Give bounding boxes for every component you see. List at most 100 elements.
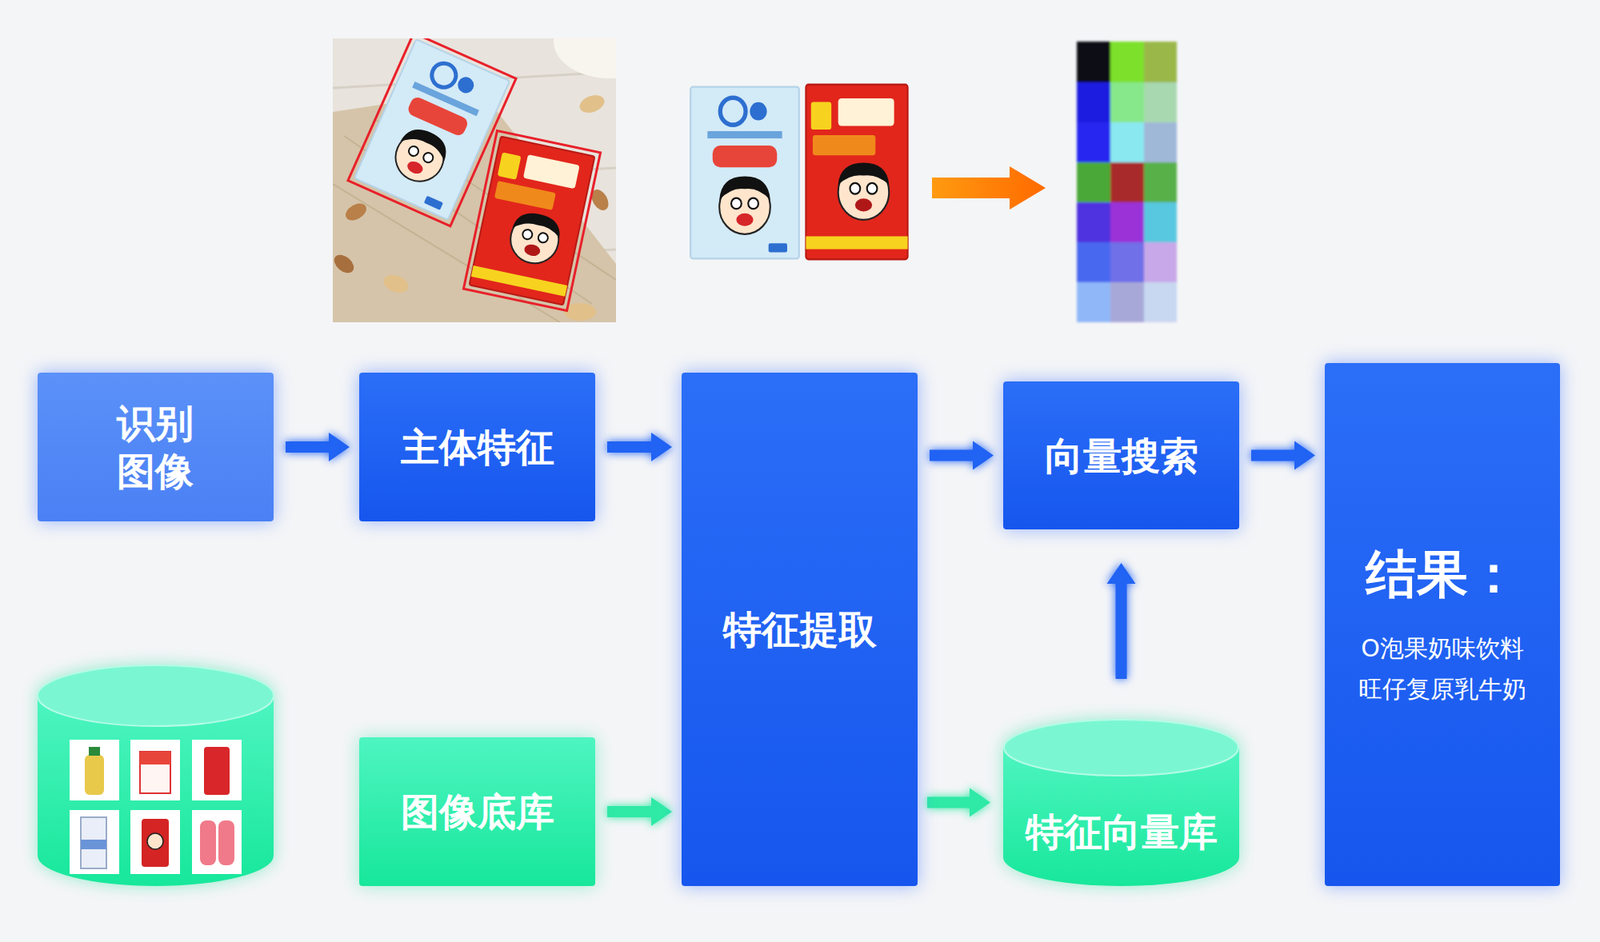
product-photo — [332, 38, 616, 323]
cylinder-outline — [1003, 719, 1240, 887]
database-box: 图像底库 — [359, 737, 596, 887]
node-label: 向量搜索 — [1044, 432, 1199, 480]
process-box: 特征提取 — [681, 372, 918, 887]
carton-art — [690, 87, 800, 260]
milk-carton — [463, 130, 600, 311]
image-database-cylinder — [37, 665, 274, 887]
flow-arrow — [929, 441, 994, 471]
arrow-shaft — [927, 797, 972, 809]
yogurt-bottle — [200, 820, 216, 866]
node-label: 特征向量库 — [1025, 808, 1218, 856]
process-box: 主体特征 — [359, 372, 596, 522]
vector-cell — [1144, 122, 1177, 163]
arrow-head — [1107, 563, 1136, 584]
cashew — [381, 272, 412, 296]
cylinder-top — [1004, 720, 1239, 776]
tea-bottle — [84, 755, 104, 796]
cropped-carton — [690, 87, 800, 260]
arrow-shaft — [607, 806, 653, 818]
vector-cell — [1144, 41, 1177, 83]
milk-box-band — [140, 752, 171, 765]
node-label: 结果： — [1365, 544, 1520, 606]
thumbnail — [192, 740, 242, 801]
thumbnail — [130, 810, 180, 875]
process-box: 向量搜索 — [1003, 381, 1240, 530]
node-label: 识别 图像 — [111, 399, 200, 496]
vector-cell — [1076, 41, 1111, 83]
flow-arrow — [1107, 563, 1136, 680]
vector-cell — [1144, 242, 1177, 283]
thumbnail — [69, 740, 120, 801]
vector-cell — [1076, 202, 1111, 243]
arrow-head — [651, 797, 672, 827]
result-panel: 结果： O泡果奶味饮料旺仔复原乳牛奶 — [1324, 363, 1560, 887]
vector-cell — [1076, 82, 1111, 123]
arrow-shaft — [929, 450, 975, 462]
vector-cell — [1076, 122, 1111, 163]
detection-box — [463, 130, 600, 311]
thumbnail — [130, 740, 180, 801]
vector-cell — [1076, 162, 1111, 203]
vector-cell — [1144, 202, 1177, 243]
thumbnail — [69, 810, 120, 875]
flow-arrow — [927, 788, 991, 818]
arrow-head — [328, 432, 350, 462]
bottle-cap — [88, 747, 100, 756]
feature-vector — [1076, 41, 1177, 323]
arrow-shaft — [1251, 450, 1296, 462]
cropped-carton — [805, 84, 908, 260]
vector-cell — [1110, 41, 1144, 83]
database-cylinder: 特征向量库 — [1003, 719, 1240, 887]
milk-can — [141, 819, 169, 868]
vector-cell — [1110, 202, 1144, 243]
vector-cell — [1144, 282, 1177, 323]
arrow-shaft — [285, 441, 331, 453]
orange-arrow — [932, 166, 1046, 210]
process-box: 识别 图像 — [37, 372, 274, 522]
vector-cell — [1076, 242, 1111, 283]
thumbnail — [192, 810, 242, 875]
flow-arrow — [607, 797, 672, 827]
milk-box — [140, 752, 171, 794]
almond — [342, 200, 369, 224]
arrow-head — [1294, 441, 1316, 471]
milk-carton — [348, 38, 516, 227]
carton-art — [469, 136, 596, 306]
vector-cell — [1110, 242, 1144, 283]
yogurt-bottle — [218, 820, 235, 866]
vector-cell — [1144, 82, 1177, 123]
node-label: 图像底库 — [400, 788, 555, 836]
bowl — [553, 38, 616, 79]
vector-cell — [1110, 282, 1144, 323]
vector-cell — [1110, 162, 1144, 203]
photo-ground — [332, 38, 616, 323]
node-detail: 旺仔复原乳牛奶 — [1358, 668, 1527, 710]
cylinder-top — [37, 665, 274, 727]
carton-band — [80, 840, 107, 850]
vector-cell — [1110, 82, 1144, 123]
flow-arrow — [1251, 441, 1316, 471]
arrow-shaft — [607, 441, 653, 453]
arrow-head — [969, 788, 991, 818]
can-face — [147, 833, 164, 850]
product-thumbnails — [69, 740, 242, 875]
detection-box — [348, 38, 516, 227]
cola-can — [204, 747, 230, 796]
arrow-head — [651, 432, 672, 462]
carton-art — [805, 84, 908, 260]
almond — [332, 251, 358, 277]
flow-arrow — [607, 432, 672, 462]
vector-cell — [1076, 282, 1111, 323]
node-label: 特征提取 — [723, 605, 877, 654]
node-detail: O泡果奶味饮料 — [1360, 628, 1524, 669]
vector-cell — [1110, 122, 1144, 163]
cashew — [577, 92, 608, 116]
vector-cell — [1144, 162, 1177, 203]
arrow-shaft — [1116, 582, 1128, 680]
flow-arrow — [285, 432, 350, 462]
node-label: 主体特征 — [400, 423, 555, 472]
arrow-head — [972, 441, 994, 471]
milk-carton — [80, 817, 107, 869]
